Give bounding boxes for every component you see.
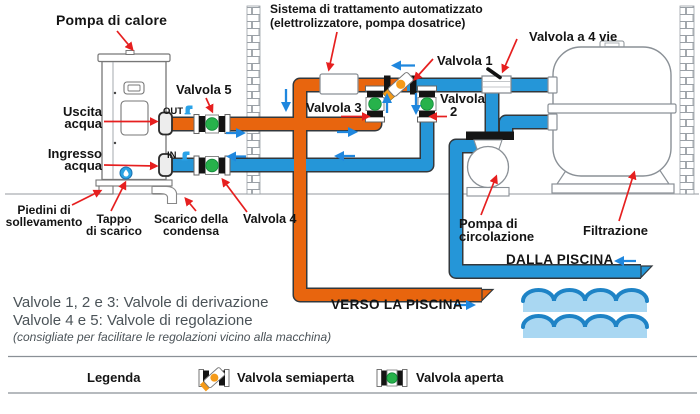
valve-2-open-icon xyxy=(417,85,437,123)
lifting-foot-left xyxy=(98,185,114,195)
annot-arrow-condensate xyxy=(184,196,197,212)
annot-arrow-treatment xyxy=(325,31,338,72)
treatment-system-label: Sistema di trattamento automatizzato (el… xyxy=(270,2,483,30)
legend-title: Legenda xyxy=(87,370,141,385)
condensate-drain-chute xyxy=(151,185,178,205)
note-regulation-valves: Valvole 4 e 5: Valvole di regolazione xyxy=(13,312,253,329)
valve-1-label: Valvola 1 xyxy=(437,53,493,68)
to-pool-label: VERSO LA PISCINA xyxy=(331,297,463,312)
tank-port-bottom xyxy=(547,113,558,131)
circulation-pump-label: Pompa di circolazione xyxy=(459,216,535,244)
annot-arrow-valve-1 xyxy=(413,58,434,81)
heat-pump-unit xyxy=(95,50,193,205)
annot-arrow-filtration xyxy=(618,170,637,222)
valve-3-open-icon xyxy=(365,85,385,123)
legend-valve-open-icon xyxy=(376,369,408,387)
treatment-line-2: (elettrolizzatore, pompa dosatrice) xyxy=(270,15,466,30)
treatment-system-box xyxy=(319,73,359,95)
four-way-valve-label: Valvola a 4 vie xyxy=(529,29,618,44)
from-pool-label: DALLA PISCINA xyxy=(506,252,614,267)
out-port-label: OUT xyxy=(163,106,184,117)
water-inlet-label: Ingresso acqua xyxy=(47,146,102,173)
note-derivation-valves: Valvole 1, 2 e 3: Valvole di derivazione xyxy=(13,294,269,311)
in-port-label: IN xyxy=(167,150,177,161)
annot-arrow-feet xyxy=(71,189,103,206)
faucet-icon-out xyxy=(184,105,193,115)
legend-valve-semi-open-icon xyxy=(198,367,230,392)
water-outlet-label: Uscita acqua xyxy=(62,104,102,131)
valve-5-label: Valvola 5 xyxy=(176,82,232,97)
pump-flange xyxy=(466,131,514,140)
drain-plug-label: Tappo di scarico xyxy=(85,212,143,238)
condensate-drain-label: Scarico della condensa xyxy=(153,212,229,238)
annot-arrow-heat-pump xyxy=(116,30,134,52)
annot-arrow-drain-plug xyxy=(110,180,127,212)
flow-arrows xyxy=(225,60,636,311)
annotation-arrows xyxy=(71,30,637,222)
annot-arrow-valve-5 xyxy=(205,97,214,114)
heat-pump-lid xyxy=(97,53,171,63)
annot-arrow-water-in xyxy=(103,161,159,171)
valve-2-label: Valvola 2 xyxy=(440,91,485,119)
pump-base xyxy=(466,186,510,197)
valve-4-open-icon xyxy=(193,155,231,176)
brick-wall-right xyxy=(679,5,695,195)
filter-tank xyxy=(547,40,677,194)
lifting-feet-label: Piedini di sollevamento xyxy=(5,203,83,229)
access-panel xyxy=(120,100,149,136)
legend-semi-open-label: Valvola semiaperta xyxy=(237,370,355,385)
tank-port-top xyxy=(547,76,558,94)
valve-3-label: Valvola 3 xyxy=(306,100,362,115)
filtration-label: Filtrazione xyxy=(583,223,649,238)
four-way-valve-icon xyxy=(481,67,512,94)
note-recommendation: (consigliate per facilitare le regolazio… xyxy=(13,330,332,344)
annot-arrow-four-way xyxy=(501,38,518,74)
brick-wall-left xyxy=(246,5,261,195)
circulation-pump-icon xyxy=(466,131,514,197)
to-pool-pipe-end xyxy=(481,288,495,302)
in-port-stub xyxy=(158,153,173,177)
out-port-stub xyxy=(158,111,173,136)
faucet-icon-in xyxy=(181,151,190,161)
heat-pump-label: Pompa di calore xyxy=(56,12,168,28)
annot-arrow-circ-pump xyxy=(480,174,498,216)
annot-arrow-valve-4 xyxy=(221,177,248,213)
legend-open-label: Valvola aperta xyxy=(416,370,504,385)
heat-pump-baseplate xyxy=(95,179,173,187)
pool-waves-icon xyxy=(521,288,649,338)
valve-5-open-icon xyxy=(193,114,231,134)
valve-4-label: Valvola 4 xyxy=(243,212,297,226)
tank-band xyxy=(547,103,677,114)
from-pool-pipe-end xyxy=(640,265,654,279)
four-way-valve-handle xyxy=(486,67,502,80)
treatment-line-1: Sistema di trattamento automatizzato xyxy=(270,2,483,16)
